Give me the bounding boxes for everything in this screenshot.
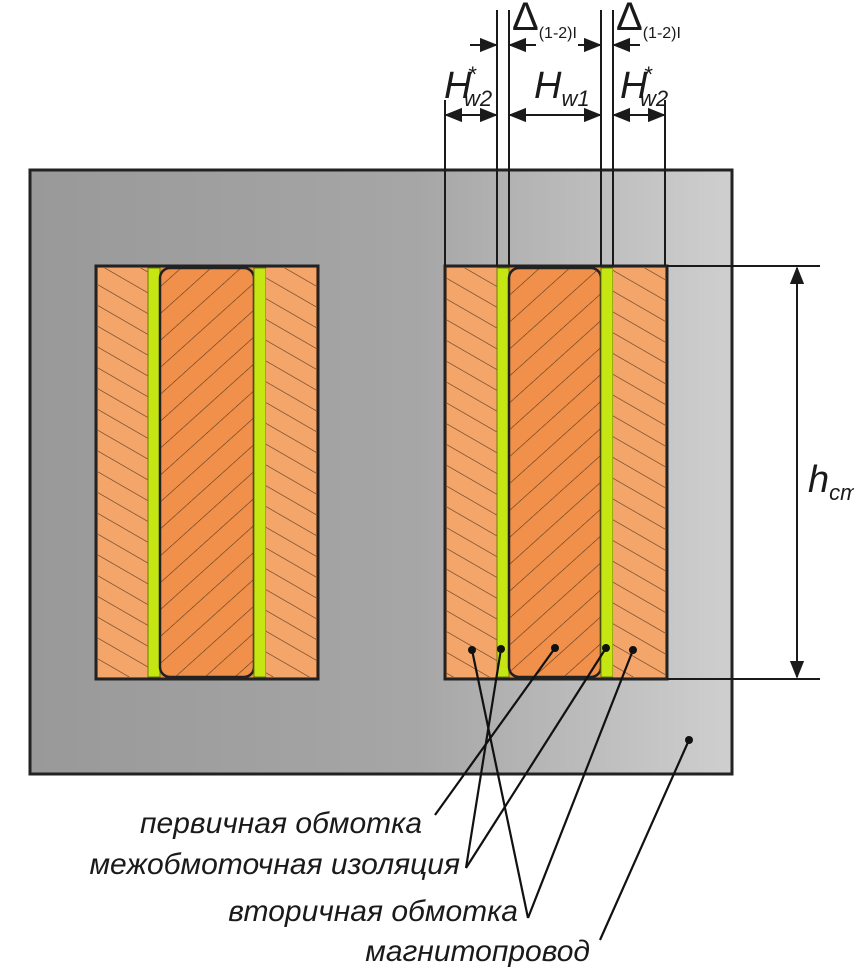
right-insulation-inner: [600, 267, 614, 678]
left-secondary-winding-outer: [98, 268, 148, 677]
hw2-right-label: H*w2: [620, 62, 668, 111]
left-insulation-outer: [147, 267, 161, 678]
left-primary-winding: [158, 266, 256, 679]
hw2-left-label: H*w2: [444, 62, 492, 111]
dimension-lines: [444, 37, 805, 679]
left-secondary-winding-inner: [266, 268, 316, 677]
left-window: [94, 264, 320, 681]
legend-secondary-winding: вторичная обмотка: [228, 895, 518, 928]
leader-lines: [434, 647, 691, 941]
hw1-label: Hw1: [534, 65, 590, 111]
right-primary-winding: [507, 266, 603, 679]
dimension-extension-lines: [444, 10, 820, 680]
hcm-label: hcm: [808, 459, 854, 505]
delta-left-label: Δ(1-2)I: [512, 0, 577, 42]
legend-interwinding-insulation: межобмоточная изоляция: [89, 848, 460, 881]
right-secondary-winding-outer: [447, 268, 497, 677]
legend-labels: первичная обмотка межобмоточная изоляция…: [89, 807, 590, 968]
legend-primary-winding: первичная обмотка: [140, 807, 422, 840]
left-insulation-inner: [253, 267, 267, 678]
dimension-labels: Δ(1-2)I Δ(1-2)I H*w2 Hw1 H*w2 hcm: [444, 0, 854, 505]
right-insulation-outer: [496, 267, 510, 678]
right-secondary-winding-inner: [613, 268, 665, 677]
delta-right-label: Δ(1-2)I: [616, 0, 681, 42]
right-window: [443, 264, 669, 681]
legend-magnetic-core: магнитопровод: [365, 935, 590, 968]
